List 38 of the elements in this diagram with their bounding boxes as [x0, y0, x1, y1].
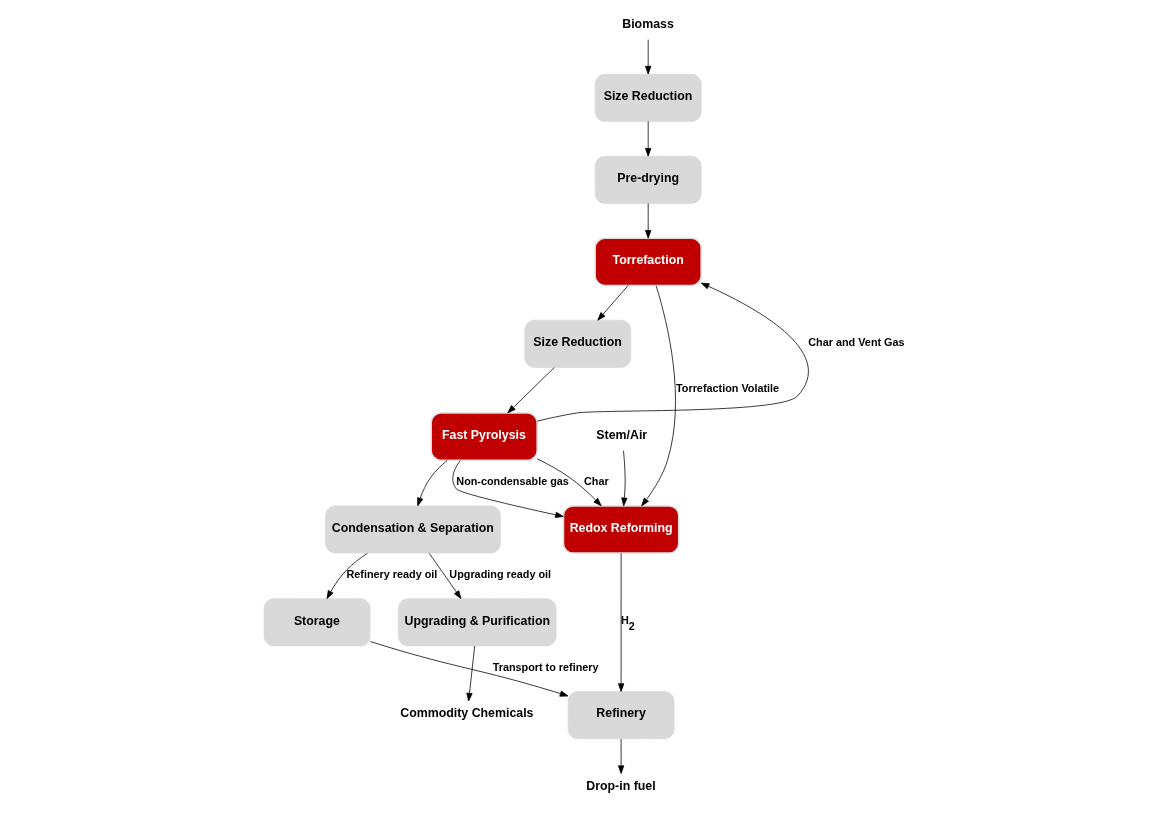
arrow — [617, 552, 624, 692]
arrow — [326, 552, 368, 599]
node-text: Biomass — [621, 16, 674, 31]
edge-label: Char and Vent Gas — [807, 335, 905, 348]
node-box: Redox Reforming — [562, 505, 679, 554]
node-text: Stem/Air — [595, 427, 647, 442]
node-text: Commodity Chemicals — [399, 706, 533, 721]
edge-label: Torrefaction Volatile — [675, 382, 779, 395]
edge-label: Upgrading ready oil — [448, 568, 551, 580]
arrow — [536, 282, 809, 422]
edge-label: Transport to refinery — [492, 660, 599, 673]
arrow — [416, 459, 448, 507]
edge-label: Non-condensable gas — [455, 475, 569, 488]
arrow — [596, 285, 629, 321]
arrow — [451, 460, 564, 518]
node-box: Fast Pyrolysis — [429, 412, 538, 462]
node-box: Size Reduction — [523, 319, 631, 368]
arrow — [428, 552, 461, 599]
arrow — [644, 121, 651, 157]
node-box: Refinery — [567, 691, 674, 740]
node-box: Storage — [263, 598, 370, 647]
arrow — [617, 738, 624, 774]
arrow — [465, 645, 475, 702]
arrow — [640, 285, 676, 507]
arrow — [644, 203, 651, 239]
node-box: Torrefaction — [593, 237, 702, 287]
arrow — [506, 367, 555, 414]
node-box: Upgrading & Purification — [397, 598, 556, 647]
node-text: Drop-in fuel — [585, 778, 656, 793]
arrow — [644, 39, 651, 75]
arrow — [620, 450, 627, 507]
edge-label: Refinery ready oil — [345, 568, 437, 580]
arrow — [369, 641, 568, 697]
node-box: Condensation & Separation — [324, 505, 501, 554]
node-box: Size Reduction — [594, 73, 702, 122]
arrow — [536, 458, 602, 507]
node-box: Pre-drying — [594, 155, 702, 204]
edge-label: Char — [583, 475, 609, 488]
